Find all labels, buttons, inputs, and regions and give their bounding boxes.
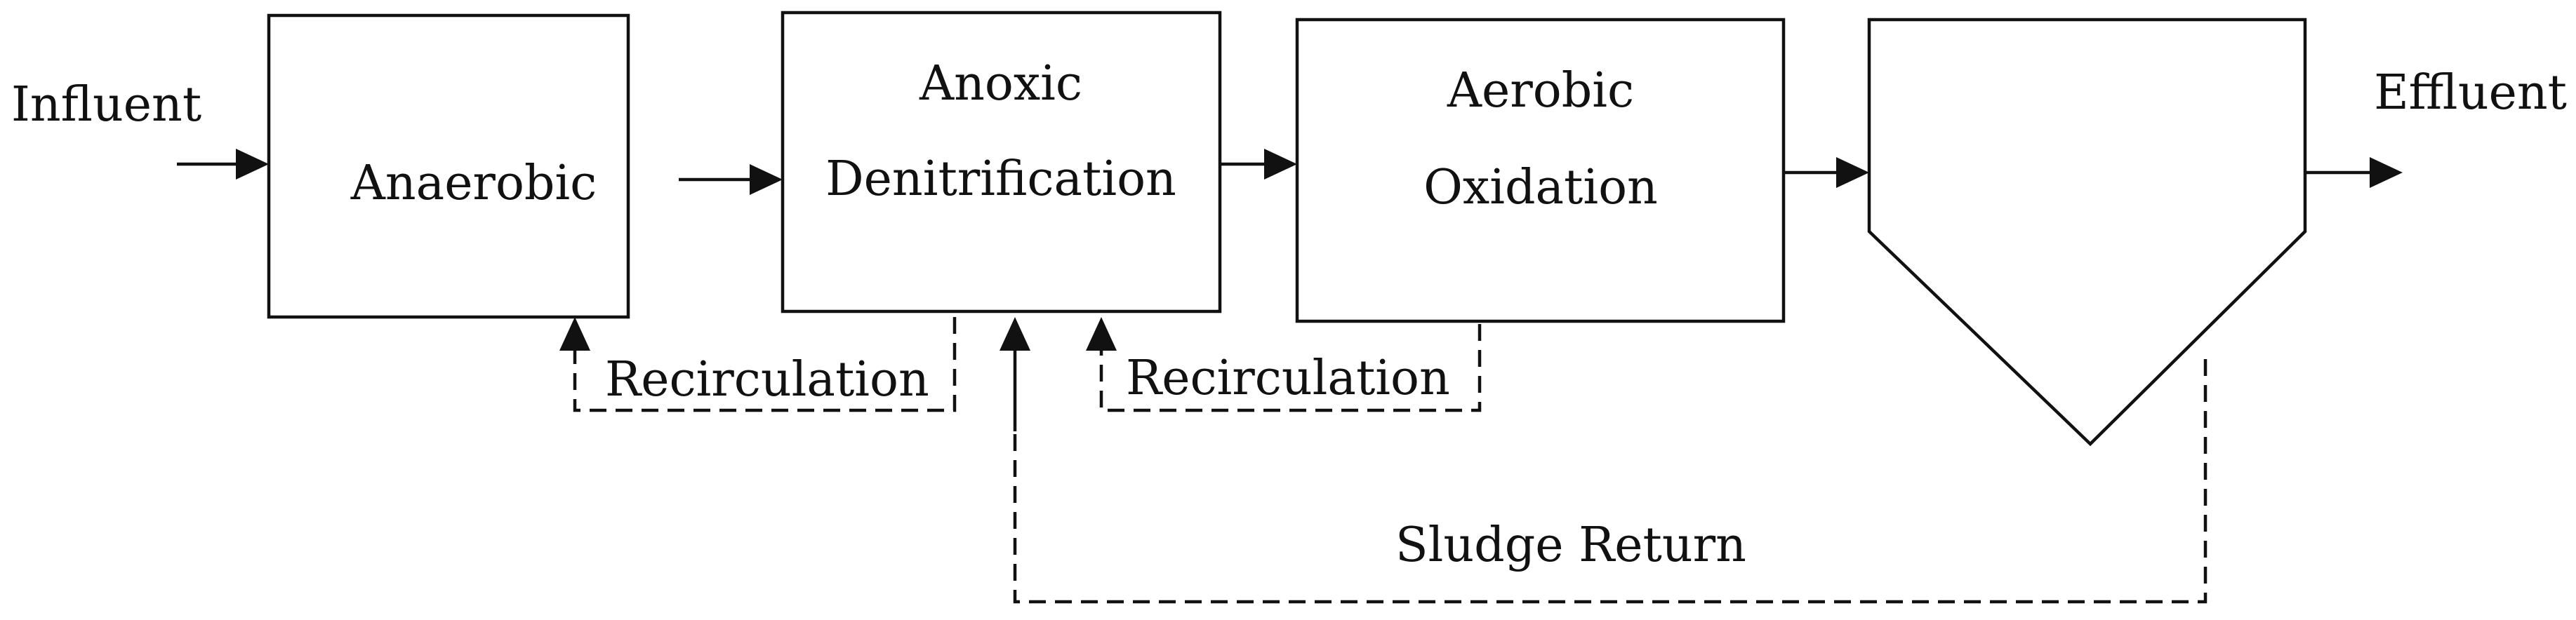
- anoxic-label-line1: Anoxic: [919, 56, 1082, 112]
- anaerobic-to-anoxic-arrow: [679, 164, 783, 195]
- aerobic-to-clarifier-arrow: [1784, 157, 1869, 188]
- effluent-label: Effluent: [2374, 65, 2567, 121]
- recirculation-aerobic-to-anoxic: [1086, 317, 1482, 412]
- clarifier: [1867, 18, 2307, 447]
- influent-arrow: [177, 149, 269, 180]
- recirculation-label-1: Recirculation: [605, 352, 929, 407]
- anaerobic-label: Anaerobic: [350, 156, 597, 211]
- recirculation-label-2: Recirculation: [1126, 351, 1450, 406]
- influent-label: Influent: [11, 77, 201, 133]
- anoxic-label-line2: Denitrification: [825, 151, 1176, 207]
- effluent-arrow: [2305, 157, 2403, 188]
- anaerobic-tank: [267, 13, 630, 319]
- anoxic-tank: [781, 11, 1222, 314]
- aerobic-label-line2: Oxidation: [1423, 160, 1658, 215]
- anoxic-to-aerobic-arrow: [1220, 149, 1297, 180]
- aerobic-tank: [1295, 18, 1786, 323]
- sludge-return-line: [1000, 317, 2207, 604]
- sludge-return-label: Sludge Return: [1395, 518, 1746, 573]
- aerobic-label-line1: Aerobic: [1447, 63, 1634, 119]
- recirculation-anoxic-to-anaerobic: [559, 317, 957, 412]
